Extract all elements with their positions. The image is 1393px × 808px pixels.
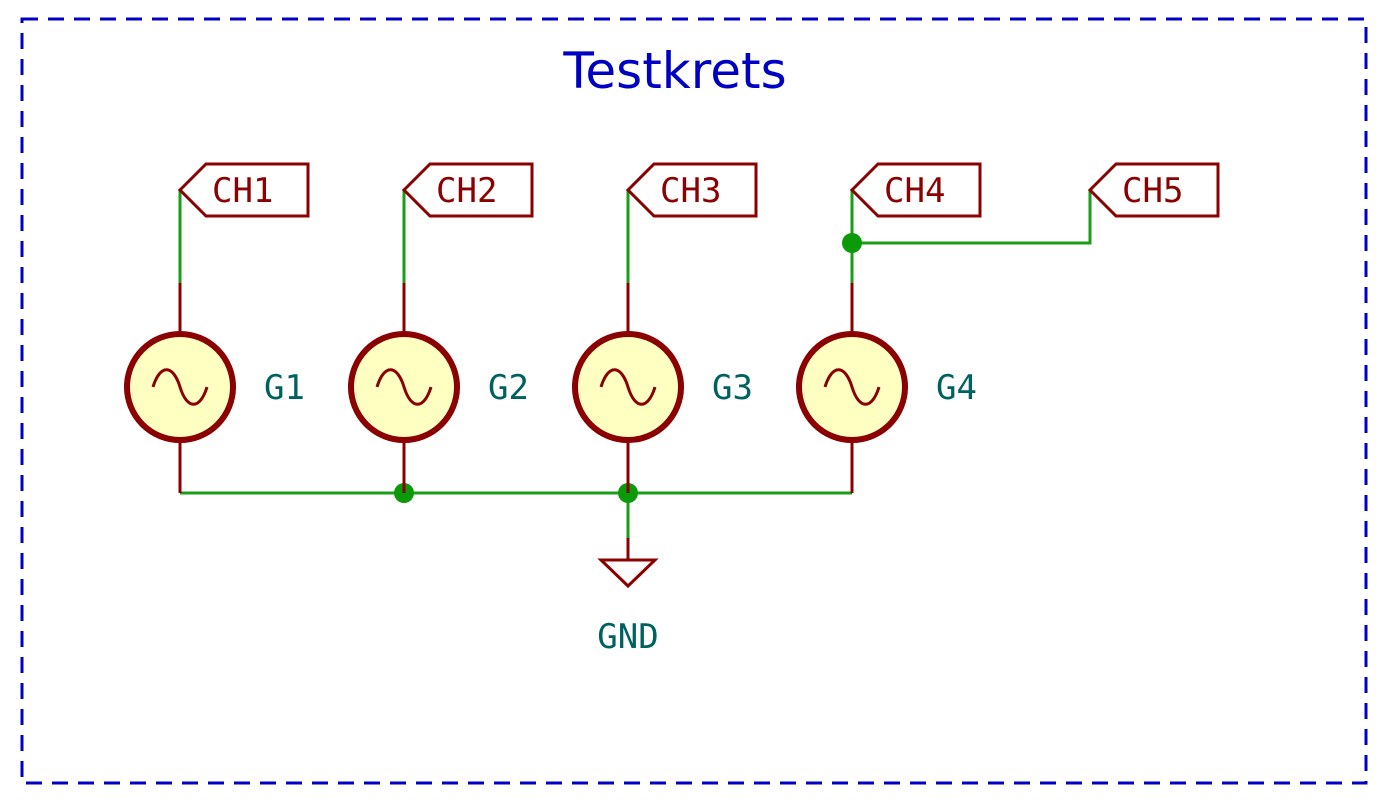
ac-source-icon [348, 283, 460, 493]
wire-ch5 [852, 190, 1092, 245]
net-label-ch2[interactable]: CH2 [401, 162, 534, 218]
ac-source-icon [572, 283, 684, 493]
net-label-text: CH3 [660, 171, 721, 211]
net-label-flag [177, 162, 310, 218]
generator-ref-g4: G4 [936, 368, 977, 408]
generator-ref-g2: G2 [488, 368, 529, 408]
net-label-text: CH2 [436, 171, 497, 211]
generator-g4[interactable]: G4 [796, 283, 977, 493]
net-label-flag [1087, 162, 1220, 218]
net-label-text: CH1 [212, 171, 273, 211]
wires [178, 190, 1092, 538]
ac-source-icon [796, 283, 908, 493]
generator-ref-g1: G1 [264, 368, 305, 408]
ground-icon [597, 538, 659, 589]
generator-ref-g3: G3 [712, 368, 753, 408]
sheet-frame [20, 17, 1368, 785]
generator-g2[interactable]: G2 [348, 283, 529, 493]
net-label-flag [849, 162, 982, 218]
sheet-title: Testkrets [562, 42, 786, 100]
net-label-ch1[interactable]: CH1 [177, 162, 310, 218]
generator-g1[interactable]: G1 [124, 283, 305, 493]
net-label-flag [401, 162, 534, 218]
ground-label: GND [597, 617, 658, 657]
net-label-text: CH5 [1122, 171, 1183, 211]
net-label-text: CH4 [884, 171, 945, 211]
ac-source-icon [124, 283, 236, 493]
generator-g3[interactable]: G3 [572, 283, 753, 493]
net-label-ch5[interactable]: CH5 [1087, 162, 1220, 218]
junction-ch4-ch5 [842, 233, 862, 253]
ground-symbol[interactable]: GND [597, 538, 659, 657]
net-label-flag [625, 162, 758, 218]
net-label-ch3[interactable]: CH3 [625, 162, 758, 218]
net-label-ch4[interactable]: CH4 [849, 162, 982, 218]
